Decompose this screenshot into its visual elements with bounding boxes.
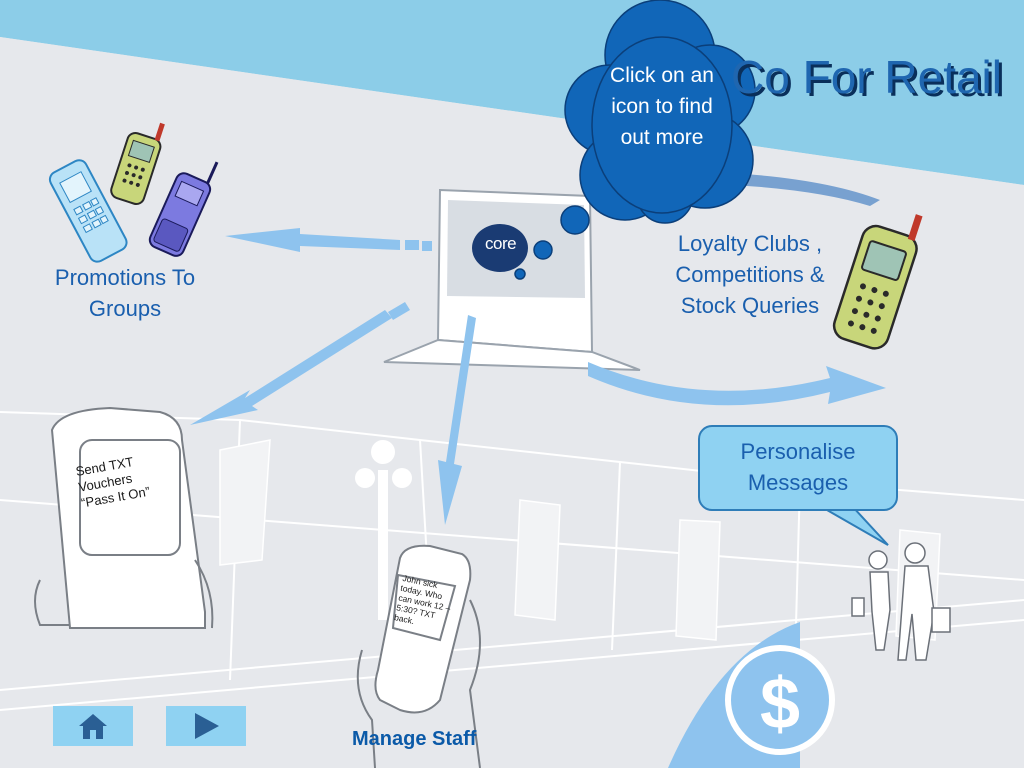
slide-title: Co For Retail xyxy=(731,51,1002,103)
home-icon xyxy=(79,714,107,739)
personalise-bubble[interactable]: Personalise Messages xyxy=(698,425,898,511)
cloud-tip-text: Click on an icon to find out more xyxy=(610,64,714,149)
svg-text:$: $ xyxy=(760,664,800,744)
personalise-label: Personalise Messages xyxy=(740,439,856,495)
brand-logo[interactable]: core xyxy=(485,234,517,253)
staff-phone-illustration xyxy=(356,544,481,768)
laptop-icon xyxy=(383,188,641,371)
staff-sms-text: John sick today. Who can work 12 – 5:30?… xyxy=(393,572,452,627)
play-arrow-icon xyxy=(195,713,219,739)
manage-staff-label[interactable]: Manage Staff xyxy=(352,728,477,750)
promotions-label[interactable]: Promotions To Groups xyxy=(54,265,196,321)
hand-phone-illustration xyxy=(34,406,214,629)
next-slide-button[interactable] xyxy=(166,706,246,746)
mobile-phones-icon xyxy=(48,122,219,263)
loyalty-phone-icon xyxy=(832,214,923,350)
loyalty-label[interactable]: Loyalty Clubs , Competitions & Stock Que… xyxy=(675,231,825,318)
home-button[interactable] xyxy=(53,706,133,746)
thought-cloud xyxy=(514,0,756,280)
shoppers-silhouette xyxy=(851,542,951,661)
dollar-eye-icon: $ xyxy=(668,622,835,768)
